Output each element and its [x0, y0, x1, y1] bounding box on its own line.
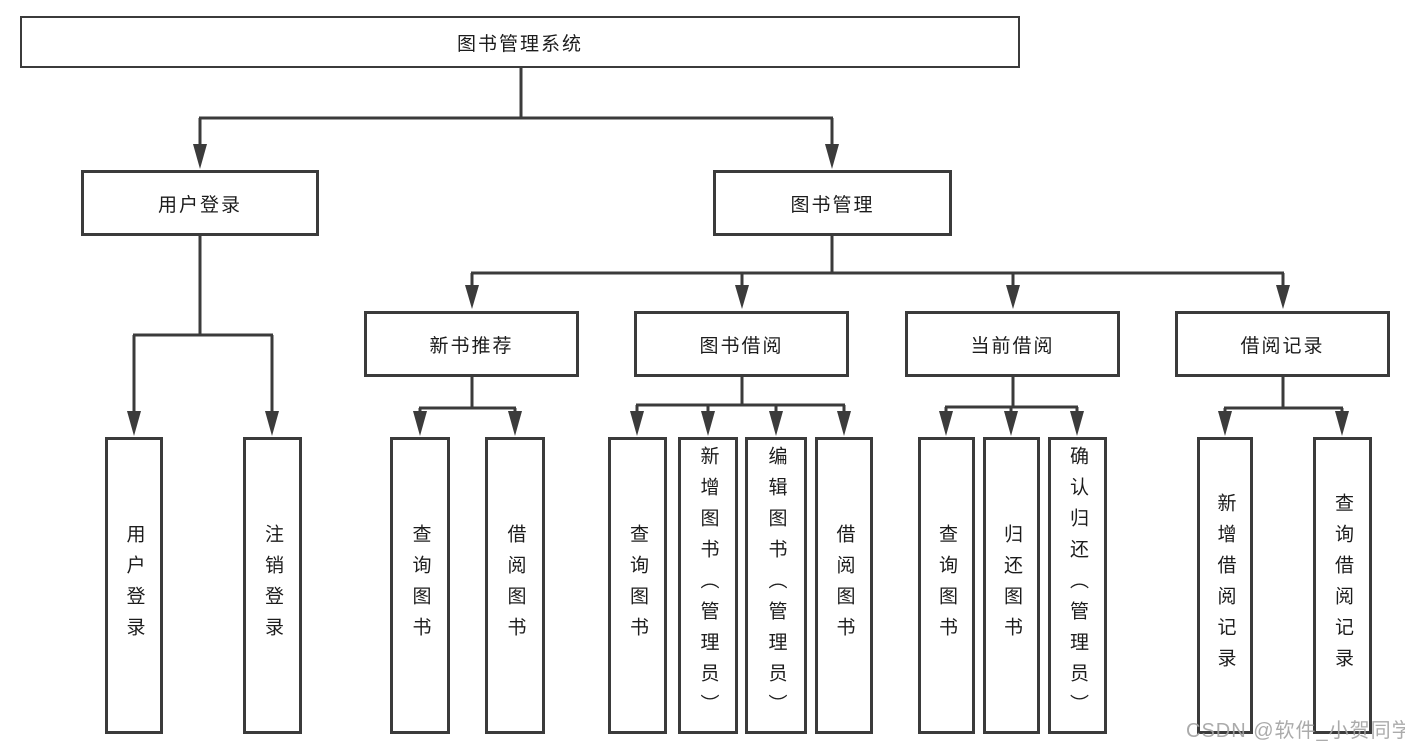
node-current-borrow: 当前借阅 — [905, 311, 1120, 377]
node-label: 新书推荐 — [429, 335, 514, 357]
node-new-book-recommend: 新书推荐 — [364, 311, 579, 377]
csdn-watermark: CSDN @软件_小贺同学 — [1186, 720, 1405, 742]
node-borrow-books-recommend: 借阅图书 — [485, 437, 545, 734]
node-book-management-branch: 图书管理 — [713, 170, 952, 236]
node-library-management-system: 图书管理系统 — [20, 16, 1020, 68]
node-edit-book-admin: 编辑图书（管理员） — [745, 437, 807, 734]
node-label: 用户登录 — [123, 523, 145, 648]
node-label: 新增借阅记录 — [1214, 492, 1236, 679]
node-logout: 注销登录 — [243, 437, 302, 734]
node-return-book: 归还图书 — [983, 437, 1040, 734]
node-label: 图书管理系统 — [456, 33, 583, 55]
node-add-book-admin: 新增图书（管理员） — [678, 437, 738, 734]
node-label: 借阅图书 — [833, 523, 855, 648]
node-label: 查询图书 — [627, 523, 648, 648]
node-label: 查询图书 — [936, 523, 957, 648]
node-user-login: 用户登录 — [105, 437, 163, 734]
node-borrow-records: 借阅记录 — [1175, 311, 1390, 377]
node-label: 确认归还（管理员） — [1067, 446, 1088, 725]
node-label: 新增图书（管理员） — [697, 446, 719, 725]
node-label: 借阅图书 — [504, 523, 526, 648]
node-label: 编辑图书（管理员） — [765, 446, 787, 725]
node-label: 注销登录 — [262, 523, 283, 648]
node-borrow-books: 借阅图书 — [815, 437, 873, 734]
node-label: 当前借阅 — [970, 335, 1055, 357]
node-query-borrow-record: 查询借阅记录 — [1313, 437, 1372, 734]
node-label: 图书借阅 — [699, 335, 784, 357]
node-query-books-recommend: 查询图书 — [390, 437, 450, 734]
node-label: 归还图书 — [1001, 523, 1022, 648]
node-query-books-current: 查询图书 — [918, 437, 975, 734]
node-query-books-borrow: 查询图书 — [608, 437, 667, 734]
node-confirm-return-admin: 确认归还（管理员） — [1048, 437, 1107, 734]
node-label: 借阅记录 — [1240, 335, 1325, 357]
node-book-borrow: 图书借阅 — [634, 311, 849, 377]
node-label: 图书管理 — [790, 194, 875, 216]
node-add-borrow-record: 新增借阅记录 — [1197, 437, 1253, 734]
node-label: 用户登录 — [157, 194, 242, 216]
node-label: 查询借阅记录 — [1332, 492, 1353, 679]
node-label: 查询图书 — [409, 523, 431, 648]
node-user-login-branch: 用户登录 — [81, 170, 319, 236]
